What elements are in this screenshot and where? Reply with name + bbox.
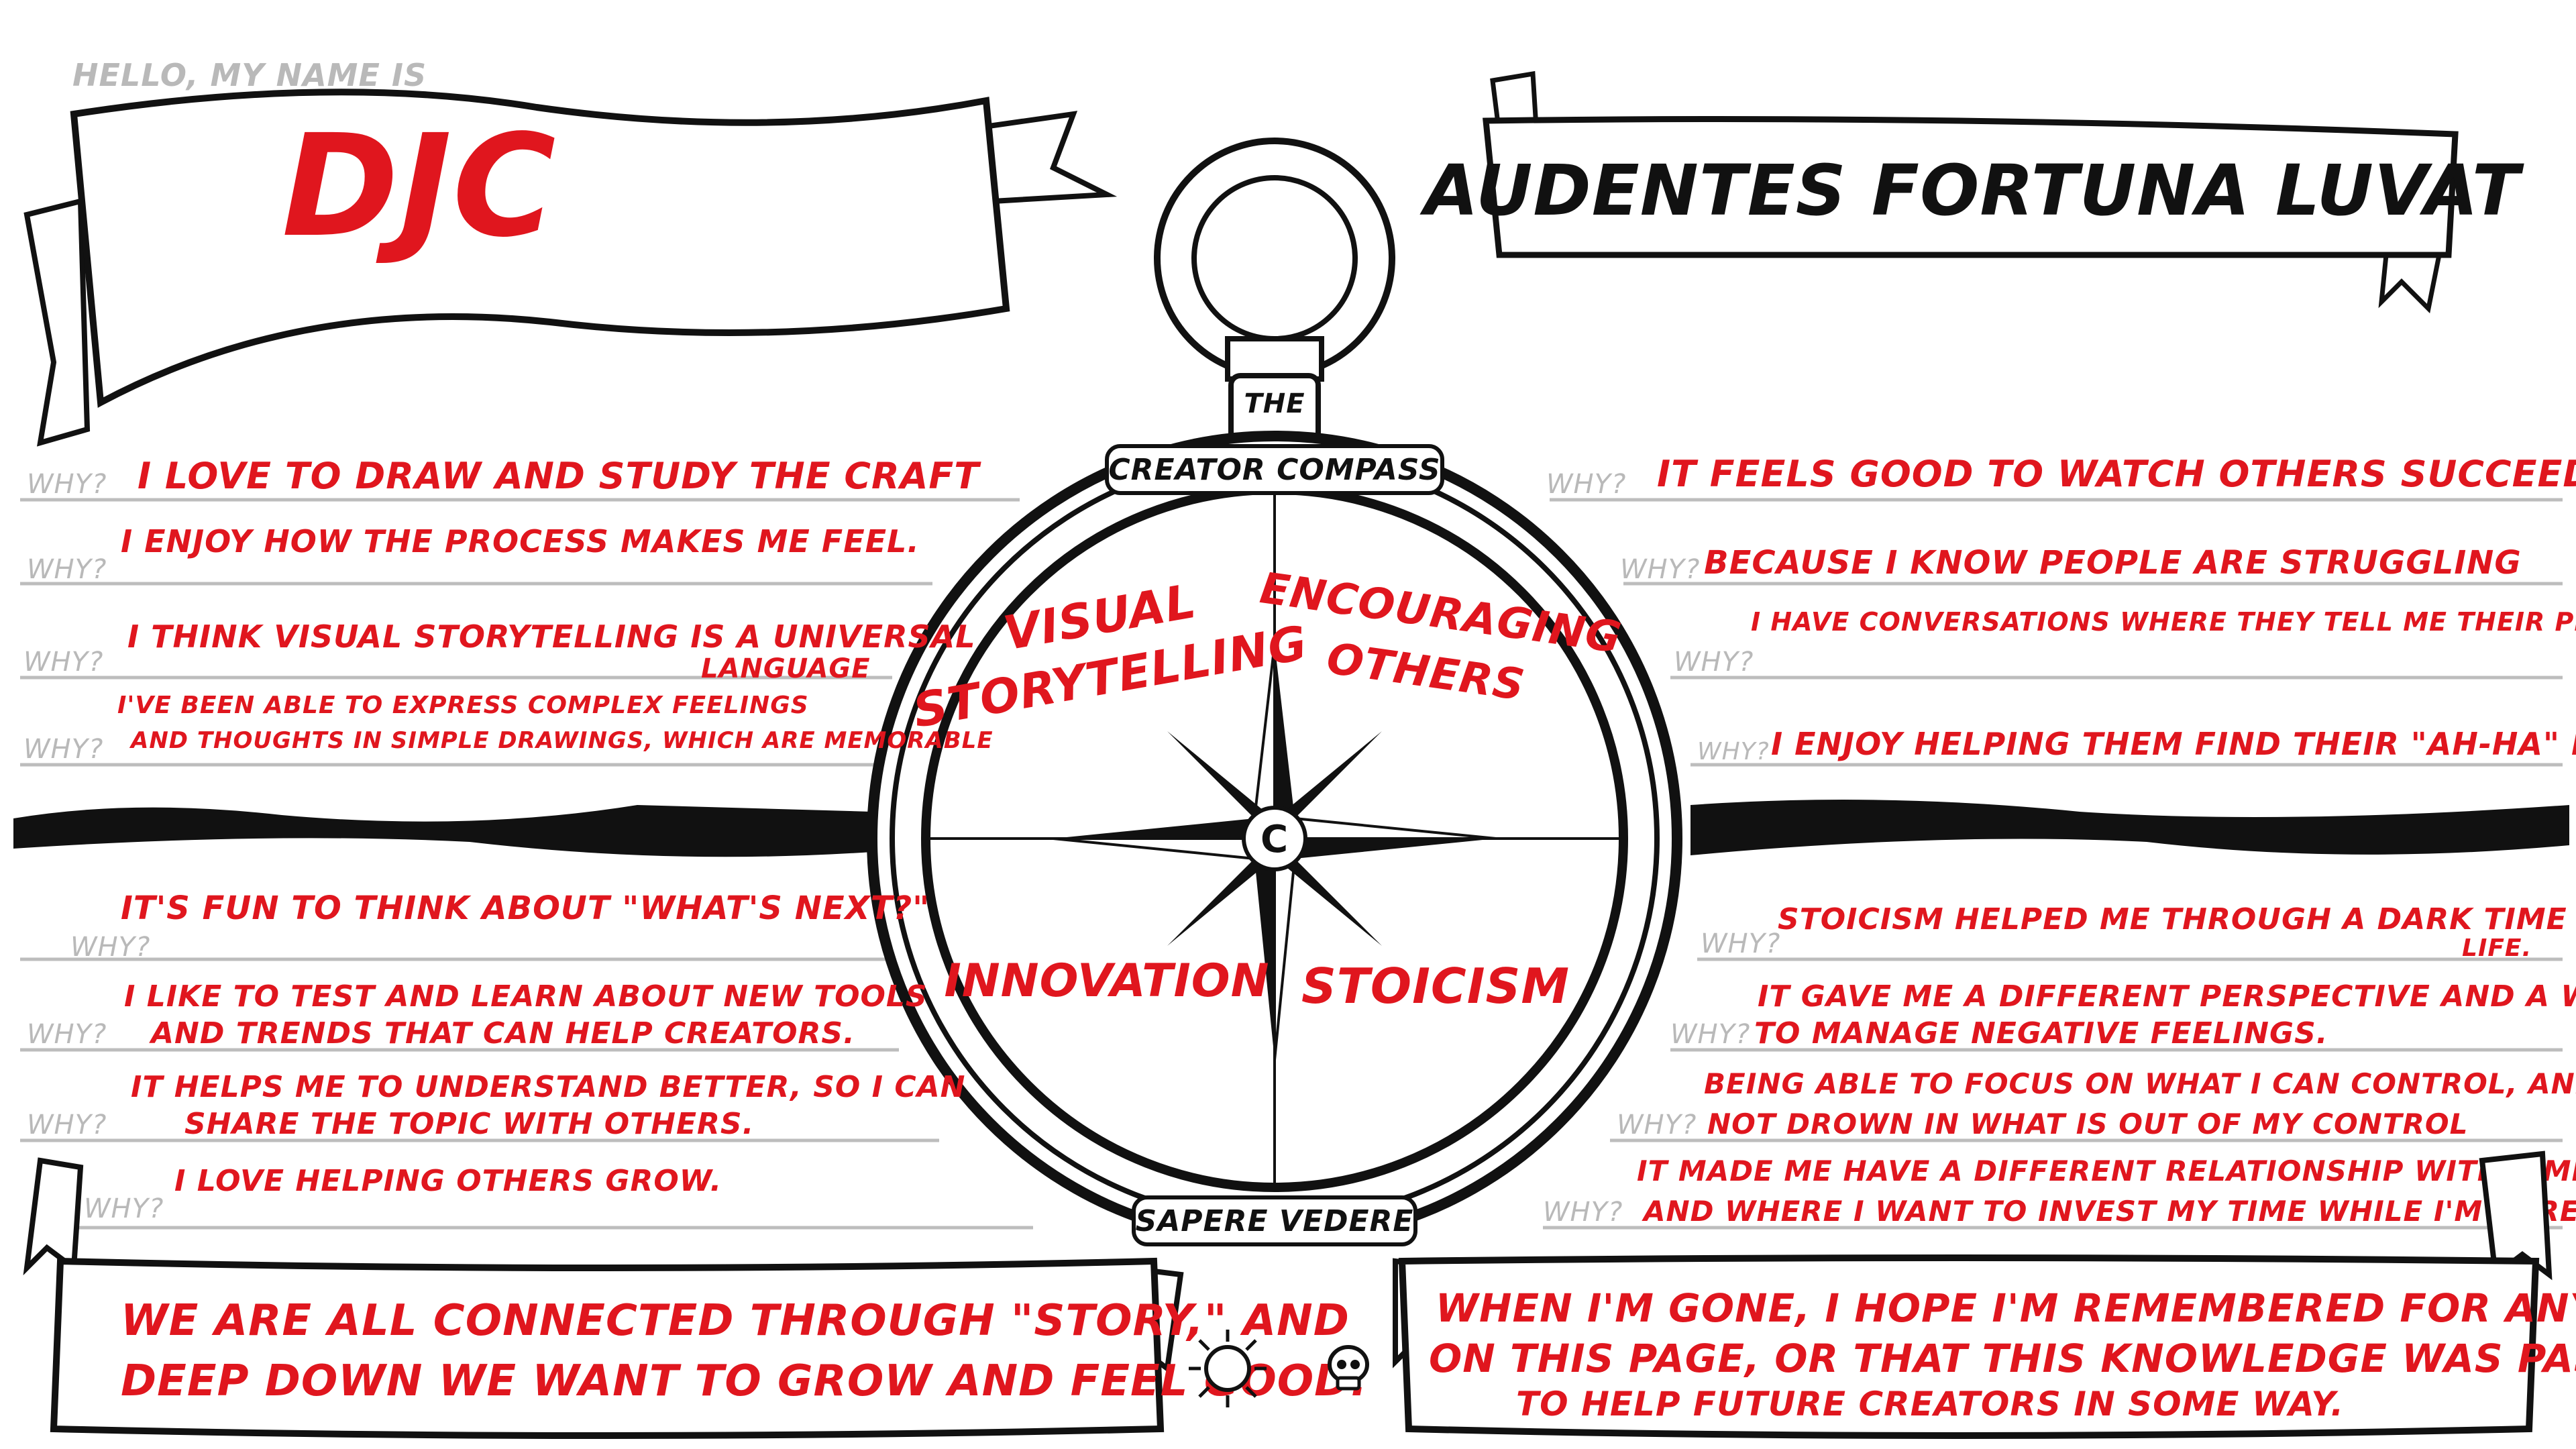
right-entry-5: STOICISM HELPED ME THROUGH A DARK TIME I… — [1778, 902, 2576, 936]
right-entry-5b: LIFE. — [2462, 934, 2532, 962]
left-entry-4b: AND THOUGHTS IN SIMPLE DRAWINGS, WHICH A… — [129, 727, 994, 754]
banner-left-line-1: WE ARE ALL CONNECTED THROUGH "STORY," AN… — [121, 1296, 1350, 1346]
right-entry-2: BECAUSE I KNOW PEOPLE ARE STRUGGLING — [1704, 544, 2522, 582]
ink-divider — [13, 805, 872, 857]
left-entry-1: I LOVE TO DRAW AND STUDY THE CRAFT — [138, 455, 981, 497]
banner-left-line-2: DEEP DOWN WE WANT TO GROW AND FEEL GOOD. — [121, 1356, 1368, 1406]
right-entry-6b: TO MANAGE NEGATIVE FEELINGS. — [1754, 1016, 2328, 1051]
why-label: WHY? — [27, 554, 107, 585]
compass-rose-icon: C — [1053, 643, 1497, 1061]
compass-ring-label: CREATOR COMPASS — [1108, 453, 1440, 487]
quadrant-stoicism: STOICISM — [1301, 958, 1570, 1014]
right-entry-7b: NOT DROWN IN WHAT IS OUT OF MY CONTROL — [1707, 1108, 2468, 1140]
greeting-label: HELLO, MY NAME IS — [72, 57, 427, 93]
left-entry-4: I'VE BEEN ABLE TO EXPRESS COMPLEX FEELIN… — [117, 692, 809, 719]
compass-top-label: THE — [1244, 388, 1305, 419]
motto-scroll: AUDENTES FORTUNA LUVAT — [1419, 70, 2524, 314]
motto-text: AUDENTES FORTUNA LUVAT — [1419, 150, 2524, 231]
why-label: WHY? — [27, 469, 107, 500]
left-entry-6b: AND TRENDS THAT CAN HELP CREATORS. — [149, 1016, 855, 1051]
right-entry-4: I ENJOY HELPING THEM FIND THEIR "AH-HA" … — [1771, 726, 2576, 762]
right-upper-entries: WHY? IT FEELS GOOD TO WATCH OTHERS SUCCE… — [1546, 453, 2576, 765]
left-entry-7: IT HELPS ME TO UNDERSTAND BETTER, SO I C… — [131, 1070, 965, 1104]
left-entry-8: I LOVE HELPING OTHERS GROW. — [174, 1164, 722, 1198]
right-entry-1: IT FEELS GOOD TO WATCH OTHERS SUCCEED — [1657, 453, 2576, 495]
why-label: WHY? — [84, 1193, 164, 1224]
banner-right-line-1: WHEN I'M GONE, I HOPE I'M REMEMBERED FOR… — [1436, 1285, 2576, 1331]
why-label: WHY? — [70, 932, 150, 963]
sun-icon — [1189, 1330, 1267, 1407]
why-label: WHY? — [23, 647, 103, 678]
right-entry-8b: AND WHERE I WANT TO INVEST MY TIME WHILE… — [1642, 1195, 2576, 1228]
right-entry-3: I HAVE CONVERSATIONS WHERE THEY TELL ME … — [1751, 607, 2576, 637]
compass-bottom-label: SAPERE VEDERE — [1136, 1204, 1414, 1238]
left-entry-3b: LANGUAGE — [701, 653, 871, 684]
why-label: WHY? — [1670, 1019, 1750, 1050]
why-label: WHY? — [1617, 1110, 1697, 1140]
banner-right-line-3: TO HELP FUTURE CREATORS IN SOME WAY. — [1516, 1385, 2344, 1424]
left-upper-entries: WHY? I LOVE TO DRAW AND STUDY THE CRAFT … — [23, 455, 994, 765]
skull-icon — [1328, 1345, 1369, 1391]
left-entry-3: I THINK VISUAL STORYTELLING IS A UNIVERS… — [127, 619, 976, 655]
guide-lines — [20, 498, 2563, 1230]
banner-right-line-2: ON THIS PAGE, OR THAT THIS KNOWLEDGE WAS… — [1429, 1336, 2576, 1381]
why-label: WHY? — [1546, 469, 1626, 500]
quadrant-innovation: INNOVATION — [944, 955, 1269, 1008]
right-lower-entries: STOICISM HELPED ME THROUGH A DARK TIME I… — [1543, 902, 2576, 1228]
why-label: WHY? — [1620, 554, 1700, 585]
why-label: WHY? — [23, 734, 103, 765]
why-label: WHY? — [27, 1019, 107, 1050]
bottom-left-banner: WE ARE ALL CONNECTED THROUGH "STORY," AN… — [23, 1157, 1368, 1439]
compass-center-letter: C — [1260, 818, 1289, 861]
why-label: WHY? — [1701, 928, 1780, 959]
left-entry-7b: SHARE THE TOPIC WITH OTHERS. — [184, 1107, 754, 1141]
why-label: WHY? — [1674, 647, 1754, 678]
right-entry-6: IT GAVE ME A DIFFERENT PERSPECTIVE AND A… — [1758, 979, 2576, 1014]
left-lower-entries: IT'S FUN TO THINK ABOUT "WHAT'S NEXT?" W… — [27, 890, 965, 1224]
name-tag-scroll: HELLO, MY NAME IS DJC — [23, 57, 1118, 447]
why-label: WHY? — [1543, 1197, 1623, 1228]
bottom-right-banner: WHEN I'M GONE, I HOPE I'M REMEMBERED FOR… — [1393, 1150, 2576, 1439]
why-label: WHY? — [1697, 738, 1770, 765]
left-entry-2: I ENJOY HOW THE PROCESS MAKES ME FEEL. — [121, 523, 920, 559]
right-entry-7: BEING ABLE TO FOCUS ON WHAT I CAN CONTRO… — [1704, 1067, 2576, 1100]
name-value: DJC — [282, 104, 557, 268]
why-label: WHY? — [27, 1110, 107, 1140]
left-entry-5: IT'S FUN TO THINK ABOUT "WHAT'S NEXT?" — [121, 890, 930, 927]
left-entry-6: I LIKE TO TEST AND LEARN ABOUT NEW TOOLS — [124, 979, 928, 1014]
right-entry-8: IT MADE ME HAVE A DIFFERENT RELATIONSHIP… — [1637, 1155, 2576, 1187]
creator-compass: THE CREATOR COMPASS SAPERE VEDERE C — [867, 138, 1682, 1246]
